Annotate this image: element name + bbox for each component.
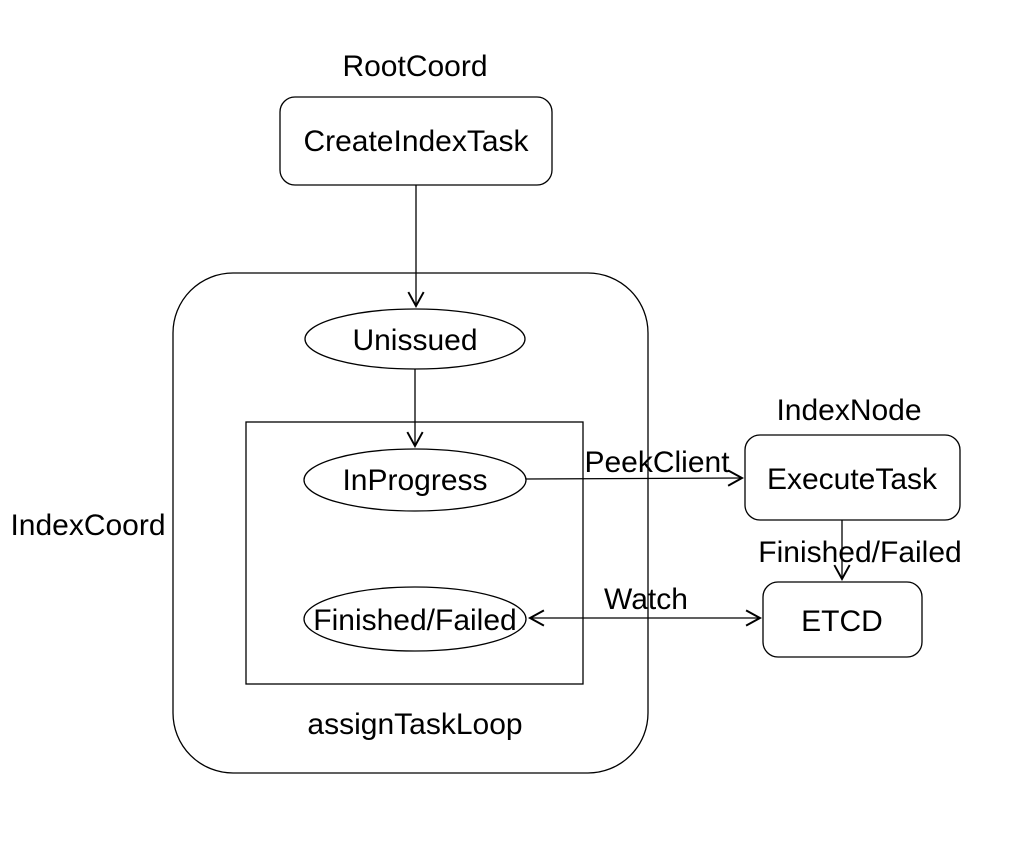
peek-client-edge-label: PeekClient: [584, 446, 730, 479]
index-node-label: IndexNode: [776, 394, 921, 427]
index-coord-label: IndexCoord: [10, 509, 165, 542]
finished-failed-ellipse: [303, 586, 527, 652]
in-progress-ellipse: [303, 448, 527, 512]
etcd-box: [762, 581, 923, 658]
etcd-label: ETCD: [801, 605, 883, 638]
unissued-label: Unissued: [352, 324, 477, 357]
create-index-task-label: CreateIndexTask: [303, 125, 529, 158]
in-progress-label: InProgress: [342, 464, 487, 497]
execute-task-box: [744, 434, 961, 521]
finished-failed-edge-label: Finished/Failed: [758, 536, 961, 569]
finished-failed-state-label: Finished/Failed: [313, 604, 516, 637]
edge-inprogress-to-executetask: [525, 469, 745, 487]
assign-task-loop-label: assignTaskLoop: [307, 708, 522, 741]
watch-edge-label: Watch: [604, 583, 688, 616]
execute-task-label: ExecuteTask: [767, 463, 938, 496]
root-coord-label: RootCoord: [342, 50, 487, 83]
